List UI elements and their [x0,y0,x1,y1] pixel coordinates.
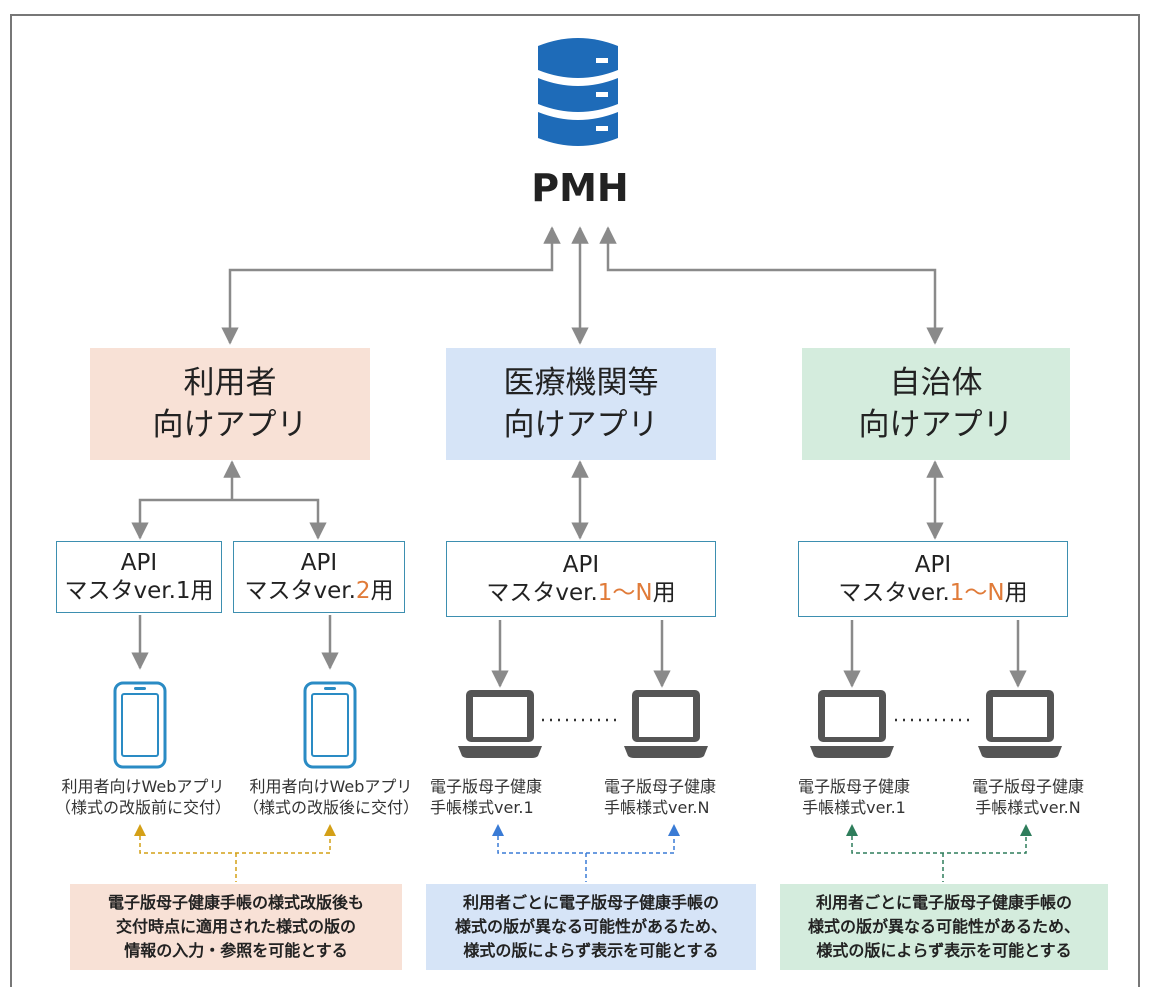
category-line1: 自治体 [889,365,983,401]
caption-line2: 手帳様式ver.N [975,798,1081,817]
api-suffix: 用 [652,580,676,606]
api-version: 2 [355,578,371,604]
api-prefix: マスタver. [244,578,356,604]
device-caption: 電子版母子健康 手帳様式ver.1 [430,776,570,818]
marker-triangle-yellow-1 [134,824,146,836]
api-title: API [120,550,158,576]
category-municipal-app: 自治体 向けアプリ [802,348,1070,460]
api-title: API [562,552,600,578]
arrow-user-api2 [232,498,327,540]
laptop-icon [624,690,708,758]
api-suffix: 用 [190,578,214,604]
smartphone-icon [113,681,167,769]
marker-triangle-yellow-2 [324,824,336,836]
note-line2: 様式の版が異なる可能性があるため、 [807,917,1080,936]
api-prefix: マスタver. [838,580,950,606]
caption-line1: 電子版母子健康 [430,777,543,796]
laptop-icon [458,690,542,758]
caption-line2: 手帳様式ver.1 [802,798,906,817]
category-medical-app: 医療機関等 向けアプリ [446,348,716,460]
api-suffix: 用 [370,578,394,604]
caption-line2: 手帳様式ver.1 [430,798,534,817]
caption-line1: 電子版母子健康 [971,777,1084,796]
category-line2: 向けアプリ [503,407,659,443]
note-line1: 電子版母子健康手帳の様式改版後も [107,893,364,912]
note-municipal: 利用者ごとに電子版母子健康手帳の 様式の版が異なる可能性があるため、 様式の版に… [780,884,1108,970]
note-line3: 様式の版によらず表示を可能とする [463,941,719,960]
note-user: 電子版母子健康手帳の様式改版後も 交付時点に適用された様式の版の 情報の入力・参… [70,884,402,970]
laptop-icon [810,690,894,758]
caption-line1: 利用者向けWebアプリ [249,777,413,796]
dashed-link-medical [497,836,675,882]
smartphone-icon [303,681,357,769]
dashed-link-municipal [851,836,1027,882]
note-line1: 利用者ごとに電子版母子健康手帳の [462,893,719,912]
laptop-icon [978,690,1062,758]
device-caption: 利用者向けWebアプリ （様式の改版後に交付） [236,776,426,818]
api-version: 1～N [597,580,653,606]
marker-triangle-green-2 [1020,824,1032,836]
note-line1: 利用者ごとに電子版母子健康手帳の [815,893,1072,912]
device-caption: 電子版母子健康 手帳様式ver.1 [784,776,924,818]
dashed-link-user [139,836,331,882]
category-line2: 向けアプリ [858,407,1014,443]
arrow-user-api1 [131,498,232,540]
api-version: 1 [175,578,191,604]
category-line1: 医療機関等 [503,365,659,401]
note-line3: 様式の版によらず表示を可能とする [816,941,1072,960]
diagram-frame [10,14,1140,987]
arrow-pmh-user [221,226,561,345]
database-icon [538,38,618,146]
note-line3: 情報の入力・参照を可能とする [124,941,348,960]
caption-line1: 電子版母子健康 [797,777,910,796]
caption-line2: 手帳様式ver.N [604,798,710,817]
note-line2: 交付時点に適用された様式の版の [115,917,356,936]
api-version: 1～N [949,580,1005,606]
caption-line2: （様式の改版後に交付） [242,798,419,817]
category-line1: 利用者 [183,365,277,401]
device-caption: 利用者向けWebアプリ （様式の改版前に交付） [48,776,238,818]
api-prefix: マスタver. [486,580,598,606]
caption-line1: 利用者向けWebアプリ [61,777,225,796]
device-caption: 電子版母子健康 手帳様式ver.N [604,776,744,818]
api-title: API [300,550,338,576]
marker-triangle-blue-1 [492,824,504,836]
note-line2: 様式の版が異なる可能性があるため、 [454,917,727,936]
marker-triangle-green-1 [846,824,858,836]
note-medical: 利用者ごとに電子版母子健康手帳の 様式の版が異なる可能性があるため、 様式の版に… [426,884,756,970]
category-user-app: 利用者 向けアプリ [90,348,370,460]
pmh-label: PMH [531,166,629,210]
marker-triangle-blue-2 [668,824,680,836]
api-prefix: マスタver. [64,578,176,604]
api-title: API [914,552,952,578]
caption-line1: 電子版母子健康 [604,777,717,796]
device-caption: 電子版母子健康 手帳様式ver.N [958,776,1098,818]
api-suffix: 用 [1004,580,1028,606]
category-line2: 向けアプリ [152,407,308,443]
arrow-pmh-municipal [599,226,944,345]
caption-line2: （様式の改版前に交付） [54,798,231,817]
